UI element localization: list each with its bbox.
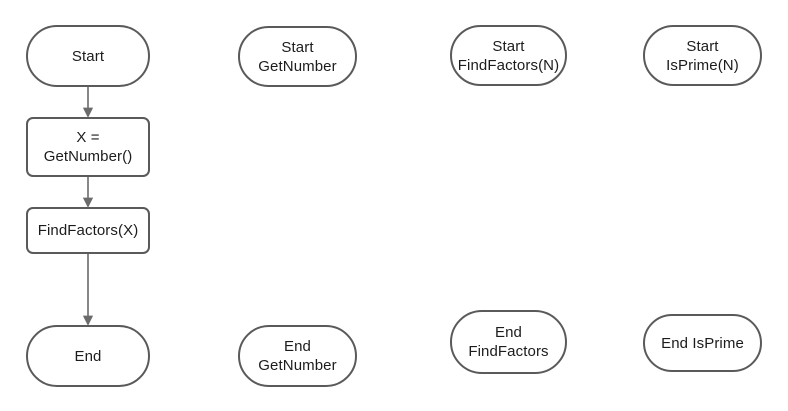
node-end-getnumber[interactable]: End GetNumber xyxy=(238,325,357,387)
node-start-isprime[interactable]: Start IsPrime(N) xyxy=(643,25,762,86)
node-end-isprime[interactable]: End IsPrime xyxy=(643,314,762,372)
node-x-getnumber[interactable]: X = GetNumber() xyxy=(26,117,150,177)
node-end[interactable]: End xyxy=(26,325,150,387)
node-start[interactable]: Start xyxy=(26,25,150,87)
node-start-getnumber[interactable]: Start GetNumber xyxy=(238,26,357,87)
node-start-findfactors[interactable]: Start FindFactors(N) xyxy=(450,25,567,86)
node-findfactors-x[interactable]: FindFactors(X) xyxy=(26,207,150,254)
node-end-findfactors[interactable]: End FindFactors xyxy=(450,310,567,374)
